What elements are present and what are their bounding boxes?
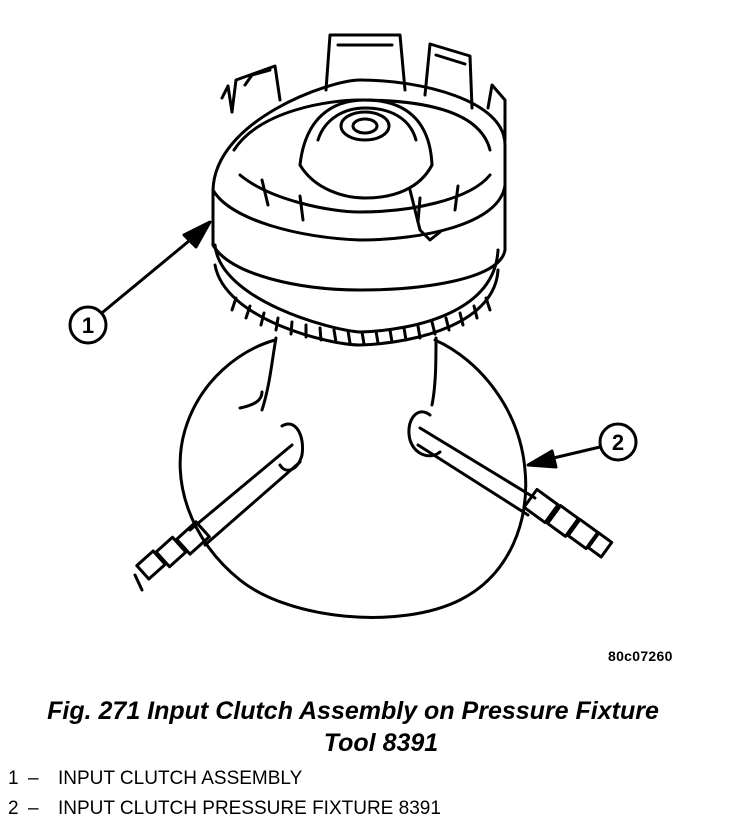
input-clutch-illustration: 1 2 [68, 33, 638, 619]
fixture-opening-right [407, 410, 442, 458]
callout-2-number: 2 [612, 430, 624, 455]
legend-label: INPUT CLUTCH ASSEMBLY [58, 768, 303, 789]
clutch-gear-ring [213, 243, 500, 347]
pressure-fixture-body [178, 338, 528, 619]
legend-item: 2–INPUT CLUTCH PRESSURE FIXTURE 8391 [8, 794, 441, 824]
fixture-opening-left [278, 422, 305, 472]
right-hose [416, 426, 614, 559]
callout-1-number: 1 [82, 313, 94, 338]
clutch-drum [211, 33, 507, 292]
legend-dash: – [28, 798, 39, 819]
fixture-neck-right [430, 336, 438, 407]
callout-1 [68, 220, 212, 345]
legend-item: 1–INPUT CLUTCH ASSEMBLY [8, 764, 441, 794]
left-hose [133, 443, 302, 592]
figure-caption: Fig. 271 Input Clutch Assembly on Pressu… [0, 695, 752, 759]
legend-label: INPUT CLUTCH PRESSURE FIXTURE 8391 [58, 798, 441, 819]
caption-line-1: Fig. 271 Input Clutch Assembly on Pressu… [47, 697, 659, 725]
legend: 1–INPUT CLUTCH ASSEMBLY 2–INPUT CLUTCH P… [8, 764, 441, 824]
callout-2 [526, 422, 638, 469]
legend-dash: – [28, 768, 39, 789]
fixture-neck-left [260, 336, 278, 412]
clutch-hub [298, 98, 442, 242]
legend-number: 1 [8, 768, 19, 789]
figure-code: 80c07260 [608, 648, 673, 664]
legend-number: 2 [8, 798, 19, 819]
caption-line-2: Tool 8391 [323, 729, 439, 757]
